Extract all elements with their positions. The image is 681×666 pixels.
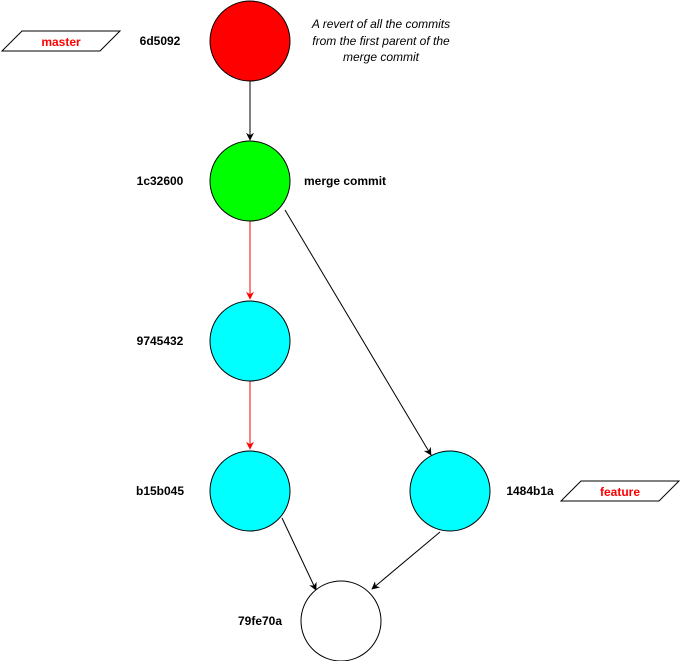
commit-node-first-parent-a[interactable] — [209, 300, 291, 382]
commit-hash-merge: 1c32600 — [137, 174, 184, 188]
branch-name-master: master — [41, 35, 81, 49]
commit-hash-base: 79fe70a — [238, 614, 282, 628]
merge-commit-label: merge commit — [304, 174, 386, 188]
branch-label-feature[interactable]: feature — [559, 480, 681, 502]
branch-tag-feature-shape — [559, 480, 681, 502]
commit-node-base[interactable] — [300, 580, 382, 662]
commit-hash-first-parent-b: b15b045 — [136, 484, 184, 498]
revert-note-line-3: merge commit — [343, 50, 420, 64]
commit-hash-revert: 6d5092 — [140, 34, 181, 48]
branch-label-master[interactable]: master — [0, 30, 122, 52]
branch-name-feature: feature — [600, 485, 640, 499]
edge-merge-to-second-parent — [284, 209, 432, 456]
branch-tag-master-shape — [0, 30, 122, 52]
commit-node-first-parent-b[interactable] — [209, 450, 291, 532]
commit-hash-first-parent-a: 9745432 — [137, 334, 184, 348]
edge-first-parent-b-to-base — [281, 517, 317, 591]
revert-note-line-2: from the first parent of the — [312, 34, 450, 48]
revert-note-line-1: A revert of all the commits — [311, 17, 450, 31]
commit-node-second-parent[interactable] — [409, 450, 491, 532]
commit-node-revert[interactable] — [209, 0, 291, 82]
commit-node-merge[interactable] — [209, 140, 291, 222]
edge-second-parent-to-base — [371, 531, 441, 590]
commit-hash-second-parent: 1484b1a — [506, 484, 554, 498]
